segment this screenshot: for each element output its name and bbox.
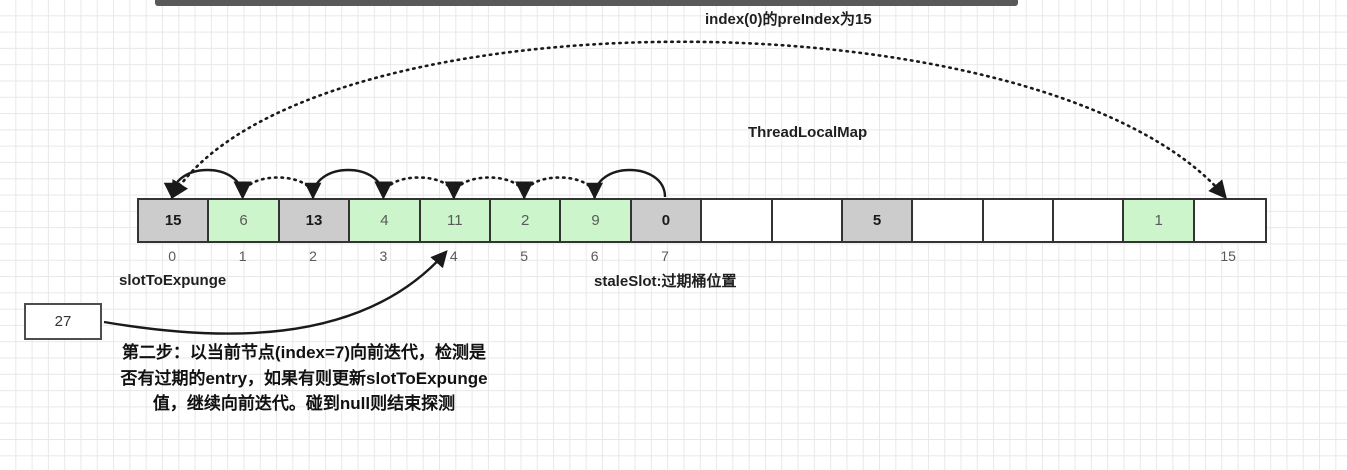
bucket-cell-0: 15	[139, 200, 210, 241]
index-label-0: 0	[168, 248, 177, 264]
preindex-annotation: index(0)的preIndex为15	[705, 11, 872, 28]
bucket-cell-9	[772, 200, 843, 241]
index-label-3: 3	[379, 248, 388, 264]
bucket-cell-7: 0	[631, 200, 703, 241]
bucket-cell-11	[913, 200, 984, 241]
bucket-cell-8	[702, 200, 773, 241]
bucket-cell-6: 9	[561, 200, 632, 241]
bucket-cell-2: 13	[279, 200, 351, 241]
index-label-7: 7	[661, 248, 669, 264]
index-label-5: 5	[520, 248, 529, 264]
bucket-cell-10: 5	[842, 200, 914, 241]
value-box-27: 27	[24, 303, 102, 340]
bucket-cell-3: 4	[350, 200, 421, 241]
bucket-cell-13	[1054, 200, 1125, 241]
top-divider-bar	[155, 0, 1018, 6]
index-label-6: 6	[590, 248, 599, 264]
slot-to-expunge-label: slotToExpunge	[119, 272, 227, 289]
index-label-15: 15	[1220, 248, 1236, 264]
threadlocalmap-label: ThreadLocalMap	[748, 124, 868, 141]
bucket-cell-15	[1194, 200, 1266, 241]
bucket-cell-4: 11	[420, 200, 491, 241]
bucket-cell-14: 1	[1124, 200, 1195, 241]
index-label-4: 4	[449, 248, 458, 264]
stale-slot-label: staleSlot:过期桶位置	[594, 273, 737, 290]
index-label-1: 1	[238, 248, 247, 264]
index-label-2: 2	[309, 248, 317, 264]
bucket-cell-12	[983, 200, 1055, 241]
bucket-cell-5: 2	[490, 200, 562, 241]
step-caption: 第二步：以当前节点(index=7)向前迭代，检测是否有过期的entry，如果有…	[120, 343, 488, 413]
bucket-cell-1: 6	[209, 200, 280, 241]
